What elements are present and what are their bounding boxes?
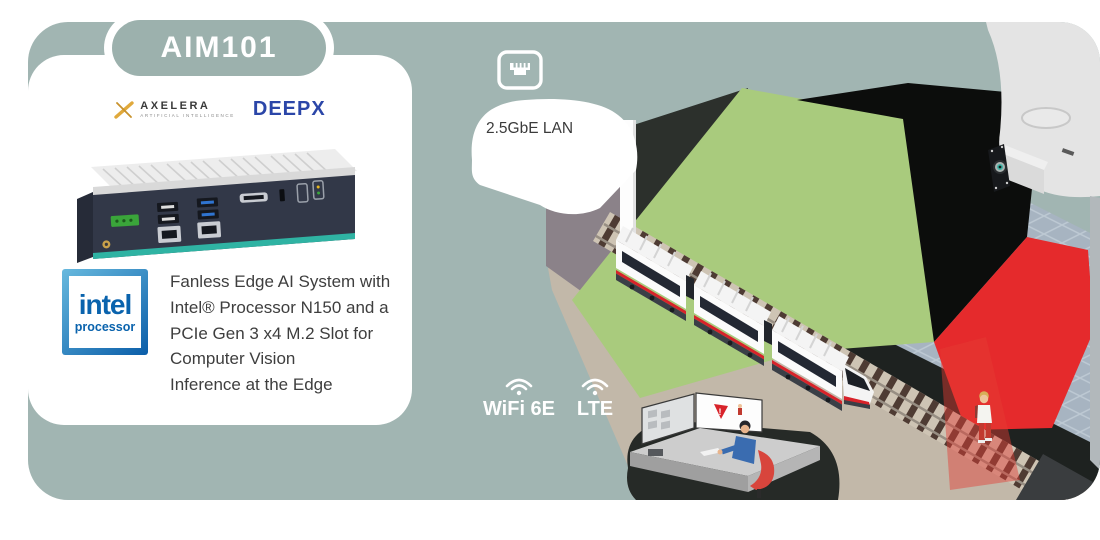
control-desk: ! [627,392,840,500]
camera-shadow-zone [797,83,1036,342]
warning-triangle-icon [714,404,728,419]
lan-label: 2.5GbE LAN [486,120,574,137]
corner-shadow [1016,454,1100,500]
axelera-wordmark: AXELERA [140,99,211,112]
lte-feature: LTE [562,374,628,421]
train-car [772,316,849,411]
spec-row: intel processor Fanless Edge AI System w… [62,269,418,398]
axelera-tagline: ARTIFICIAL INTELLIGENCE [140,112,235,118]
train-car [616,226,693,321]
intel-wordmark: intel [78,288,133,320]
red-alert-zone [934,237,1094,430]
lan-callout-cloud [471,98,638,215]
train-car [694,271,771,366]
lte-signal-icon [581,378,609,396]
axelera-x-icon [114,100,134,119]
partner-logos: AXELERA ARTIFICIAL INTELLIGENCE DEEPX [28,98,412,121]
green-clear-zone [572,88,934,398]
axelera-logo: AXELERA ARTIFICIAL INTELLIGENCE [114,99,235,119]
monitor-alert-screen [695,392,763,433]
lte-label: LTE [576,398,614,420]
product-title: AIM101 [160,31,278,64]
monitor-racks [641,393,695,445]
operator [717,420,775,498]
aim101-device-image [77,149,357,263]
intel-processor-badge: intel processor [62,269,148,355]
train [616,226,874,411]
warning-exclamation: ! [719,407,722,417]
wifi-icon [505,378,533,396]
wifi-feature: WiFi 6E [477,374,561,421]
product-card: AIM101 AXELERA ARTIFICIAL INTELLIGENCE D… [28,20,412,425]
surveillance-camera-icon [988,144,1048,194]
product-title-pill: AIM101 [112,20,326,76]
product-description: Fanless Edge AI System with Intel® Proce… [170,272,391,395]
person-on-track [975,391,992,443]
wifi-label: WiFi 6E [482,398,556,420]
deepx-logo: DEEPX [252,98,326,120]
intel-processor-label: processor [74,319,136,334]
train-nose [842,363,874,409]
ethernet-port-icon [497,50,543,95]
